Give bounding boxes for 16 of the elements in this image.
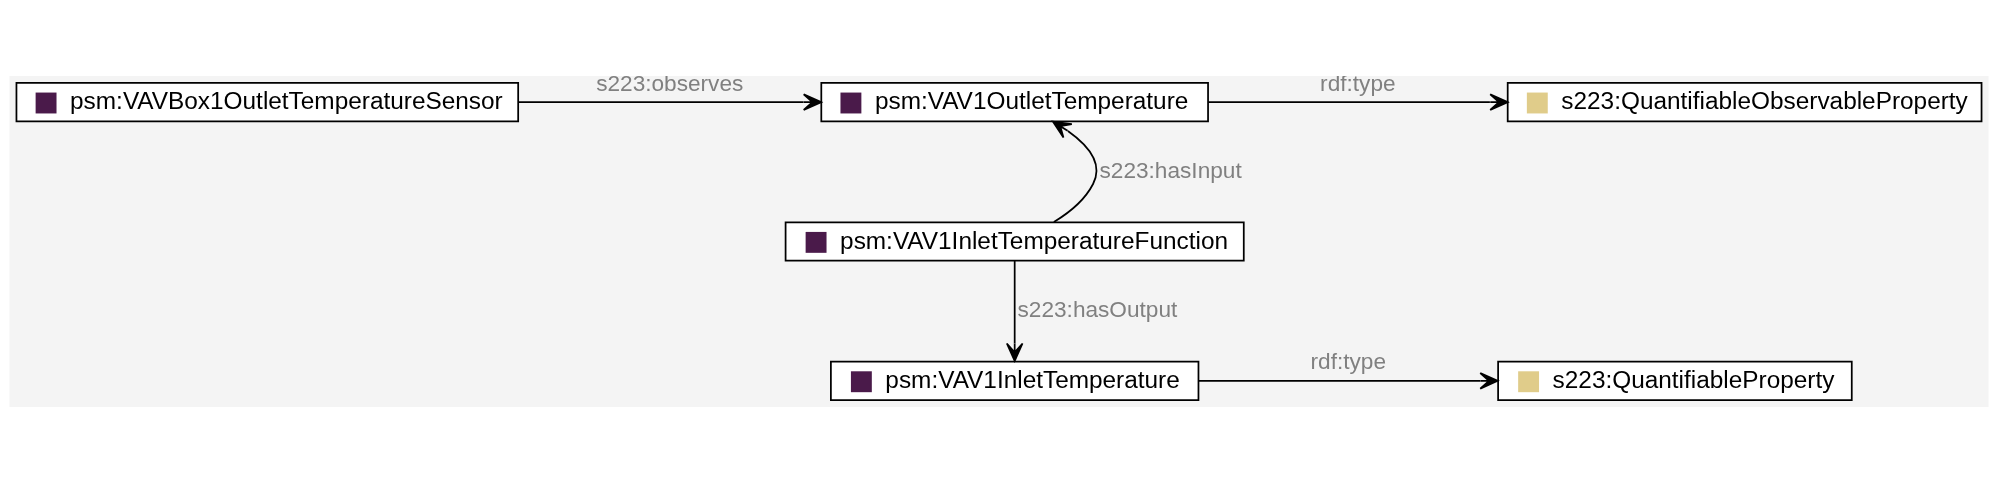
node-box: psm:VAV1InletTemperature xyxy=(830,360,1200,401)
arrow xyxy=(1197,371,1499,390)
node-box: psm:VAVBox1OutletTemperatureSensor xyxy=(15,81,520,122)
edge-label: s223:hasInput xyxy=(1099,157,1242,183)
node-box: psm:VAV1InletTemperatureFunction xyxy=(784,220,1245,262)
edge-label: s223:observes xyxy=(596,70,744,96)
edge-label: rdf:type xyxy=(1320,70,1396,96)
edge-label: s223:hasOutput xyxy=(1017,296,1178,322)
arrow xyxy=(517,92,822,111)
edge-label: rdf:type xyxy=(1310,348,1387,374)
node-box: s223:QuantifiableObservableProperty xyxy=(1506,81,1983,122)
node-box: s223:QuantifiableProperty xyxy=(1497,360,1853,401)
arrow xyxy=(1207,92,1509,111)
node-box: psm:VAV1OutletTemperature xyxy=(820,81,1209,122)
arrow xyxy=(1005,259,1024,362)
arrow xyxy=(1052,120,1098,223)
